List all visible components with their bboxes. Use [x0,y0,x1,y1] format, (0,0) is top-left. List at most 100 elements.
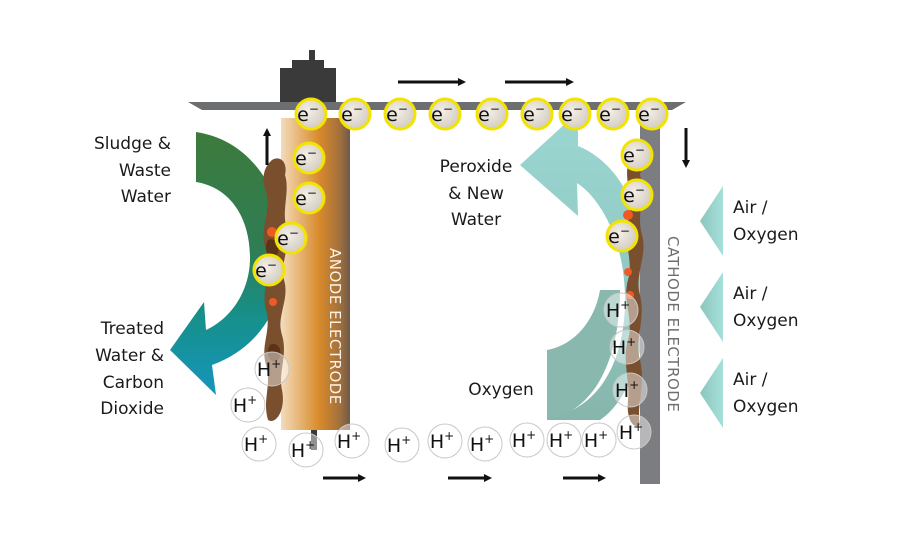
inflow-label: Sludge & Waste Water [94,134,171,207]
inflow-line: Sludge & [94,134,171,154]
air-label-line: Air / [733,370,768,390]
cathode-label: CATHODE ELECTRODE [664,236,682,412]
proton-membrane: H+ [616,414,652,450]
proton-circle [241,426,277,462]
outflow-line: Carbon [103,373,164,393]
oxygen-label: Oxygen [468,380,534,400]
air-inlets [700,186,723,428]
proton-circle [230,387,266,423]
cathode-product-label: Peroxide & New Water [440,157,513,230]
air-inlet-arrow [700,358,723,428]
proton-circle [467,426,503,462]
electron-circle [428,97,462,131]
proton-membrane: H+ [509,422,545,458]
outflow-line: Water & [95,346,164,366]
electron-anode: e− [292,141,326,175]
electron-circle [635,97,669,131]
proton-circle [334,423,370,459]
air-inlet-arrow [700,186,723,256]
air-label-line: Oxygen [733,311,799,331]
protons: H+H+H+H+H+H+H+H+H+H+H+H+H+H+H+ [230,292,652,468]
electron-circle [292,181,326,215]
anode-lead [311,430,317,450]
electron-wire: e− [558,97,592,131]
proton-membrane: H+ [467,426,503,462]
electron-circle [383,97,417,131]
proton-circle [603,292,639,328]
product-line: & New [448,184,504,204]
electron-cathode: e− [605,219,639,253]
proton-anode: H+ [254,351,290,387]
electron-circle [252,253,286,287]
electron-anode: e− [274,221,308,255]
electron-circle [292,141,326,175]
electron-flow-arrows [263,78,690,168]
outflow-line: Treated [100,319,164,339]
cathode-flow-arrow [520,112,648,420]
electron-wire: e− [635,97,669,131]
proton-circle [384,427,420,463]
proton-circle [581,422,617,458]
load-icon [280,50,336,104]
proton-circle [509,422,545,458]
proton-circle [616,414,652,450]
air-label-line: Air / [733,284,768,304]
electron-wire: e− [428,97,462,131]
proton-anode: H+ [241,426,277,462]
air-input-labels: Air / Oxygen Air / Oxygen Air / Oxygen [733,198,799,417]
electron-circle [558,97,592,131]
air-inlet-arrow [700,272,723,342]
electron-wire: e− [383,97,417,131]
product-line: Peroxide [440,157,513,177]
electron-circle [294,97,328,131]
electron-circle [605,219,639,253]
inflow-line: Waste [119,161,171,181]
outflow-line: Dioxide [100,399,164,419]
electron-circle [475,97,509,131]
anode-label: ANODE ELECTRODE [326,248,344,405]
proton-cathode: H+ [612,372,648,408]
proton-anode: H+ [230,387,266,423]
proton-membrane: H+ [427,423,463,459]
proton-cathode: H+ [603,292,639,328]
proton-membrane: H+ [288,432,324,468]
air-label-line: Oxygen [733,397,799,417]
proton-symbol: H+ [615,378,639,402]
electron-wire: e− [596,97,630,131]
proton-membrane: H+ [546,422,582,458]
proton-membrane: H+ [384,427,420,463]
proton-symbol: H+ [470,432,494,456]
proton-circle [254,351,290,387]
proton-symbol: H+ [606,298,630,322]
inflow-line: Water [121,187,171,207]
electron-circle [620,178,654,212]
oxygen-flow-base [547,290,620,420]
waste-water-flow-arrow [170,132,285,395]
electron-wire: e− [338,97,372,131]
electron-circle [520,97,554,131]
proton-circle [288,432,324,468]
electron-circle [274,221,308,255]
cathode-electrode [640,118,660,484]
electron-cathode: e− [620,178,654,212]
electron-wire: e− [520,97,554,131]
electron-anode: e− [292,181,326,215]
electron-anode: e− [252,253,286,287]
product-line: Water [451,210,501,230]
air-label-line: Oxygen [733,225,799,245]
outflow-label: Treated Water & Carbon Dioxide [95,319,164,419]
electron-circle [338,97,372,131]
proton-membrane: H+ [334,423,370,459]
electron-cathode: e− [620,138,654,172]
proton-circle [609,329,645,365]
air-label-line: Air / [733,198,768,218]
proton-circle [546,422,582,458]
electron-wire: e− [294,97,328,131]
proton-circle [427,423,463,459]
electron-wire: e− [475,97,509,131]
proton-circle [612,372,648,408]
electrons: e−e−e−e−e−e−e−e−e−e−e−e−e−e−e−e− [252,97,669,287]
electron-circle [620,138,654,172]
proton-cathode: H+ [609,329,645,365]
proton-membrane: H+ [581,422,617,458]
